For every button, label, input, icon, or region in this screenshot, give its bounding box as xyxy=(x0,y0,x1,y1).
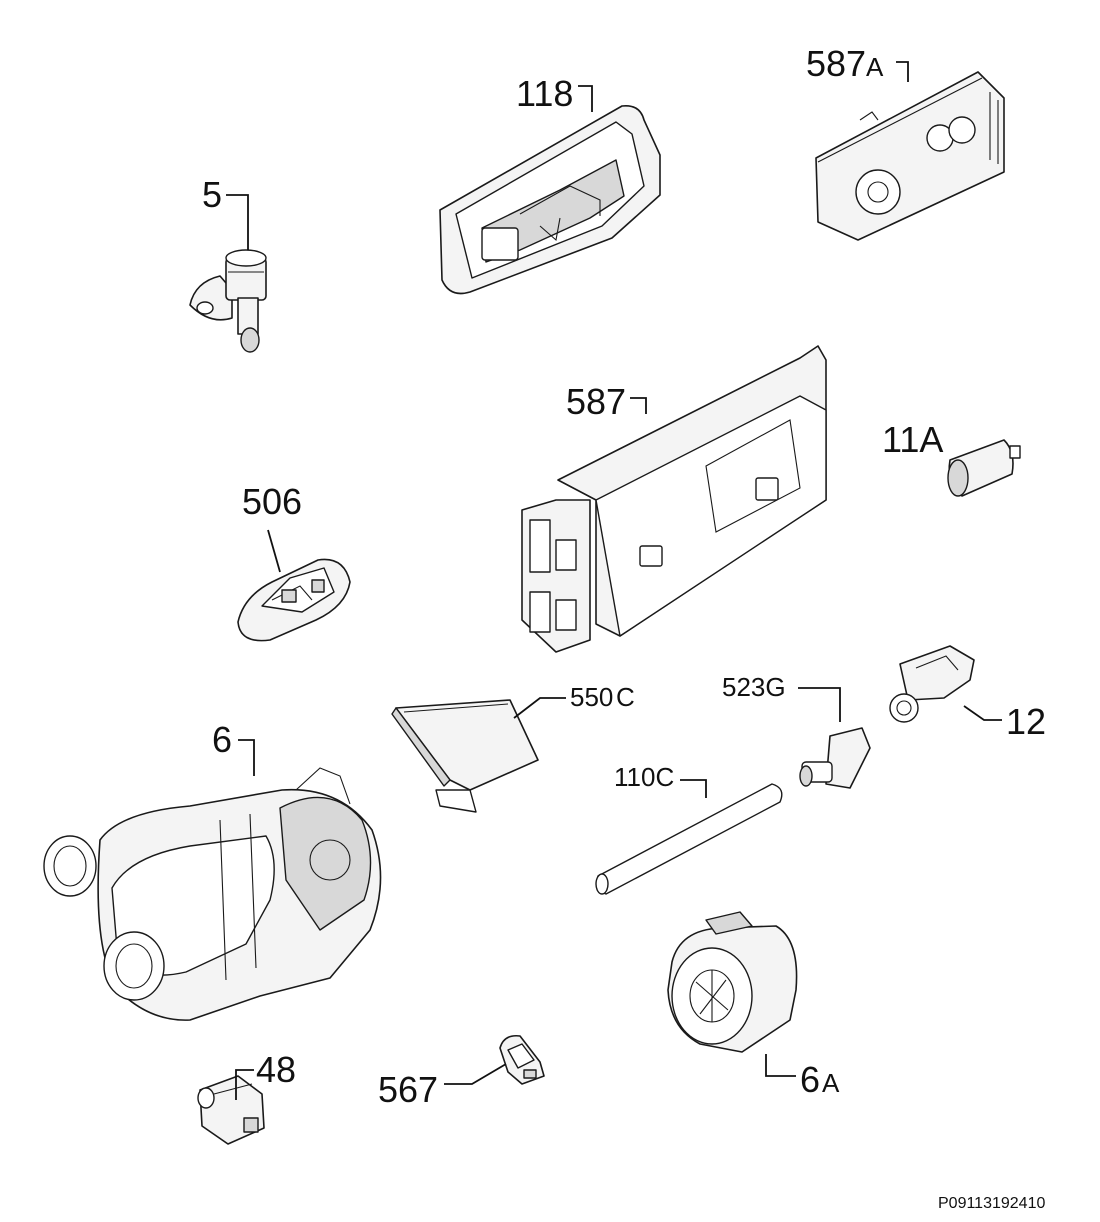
svg-text:11A: 11A xyxy=(882,419,943,460)
label-587A: 587 A xyxy=(806,43,909,84)
svg-text:523G: 523G xyxy=(722,672,786,702)
part-12-switch xyxy=(889,645,975,723)
part-6A-drain-pump xyxy=(667,911,798,1053)
label-550C: 550 C xyxy=(513,682,635,719)
svg-text:5: 5 xyxy=(202,174,222,215)
svg-text:587: 587 xyxy=(566,381,626,422)
part-6-circulation-pump xyxy=(43,767,382,1021)
part-11A-capacitor xyxy=(947,439,1021,497)
svg-text:C: C xyxy=(616,682,635,712)
part-550C-cover xyxy=(391,699,539,813)
svg-text:12: 12 xyxy=(1006,701,1046,742)
part-587-main-module xyxy=(521,345,827,653)
label-587: 587 xyxy=(566,381,647,422)
part-567-clip xyxy=(499,1034,545,1085)
svg-text:6: 6 xyxy=(212,719,232,760)
part-587A-control-module xyxy=(815,71,1005,241)
document-number: P09113192410 xyxy=(938,1195,1045,1212)
svg-text:48: 48 xyxy=(256,1049,296,1090)
part-118-dispenser xyxy=(439,104,661,295)
label-118: 118 xyxy=(516,73,593,114)
part-523G-connector xyxy=(799,727,871,789)
label-567: 567 xyxy=(378,1063,507,1110)
svg-text:550: 550 xyxy=(570,682,613,712)
svg-text:A: A xyxy=(822,1068,840,1098)
label-11A: 11A xyxy=(882,419,943,460)
part-48-sensor xyxy=(197,1075,265,1145)
label-5: 5 xyxy=(202,174,249,250)
svg-text:587: 587 xyxy=(806,43,866,84)
label-506: 506 xyxy=(242,481,302,573)
part-506-latch xyxy=(237,558,351,642)
label-48: 48 xyxy=(235,1049,296,1100)
label-110C: 110C xyxy=(614,762,707,798)
svg-text:110C: 110C xyxy=(614,762,674,792)
label-523G: 523G xyxy=(722,672,841,722)
label-6: 6 xyxy=(212,719,255,776)
svg-text:506: 506 xyxy=(242,481,302,522)
svg-text:6: 6 xyxy=(800,1059,820,1100)
svg-text:567: 567 xyxy=(378,1069,438,1110)
svg-text:118: 118 xyxy=(516,73,573,114)
part-110C-hose xyxy=(595,783,783,895)
label-6A: 6 A xyxy=(765,1054,840,1100)
svg-text:A: A xyxy=(866,52,884,82)
part-5-valve xyxy=(189,249,267,353)
label-12: 12 xyxy=(963,701,1046,742)
